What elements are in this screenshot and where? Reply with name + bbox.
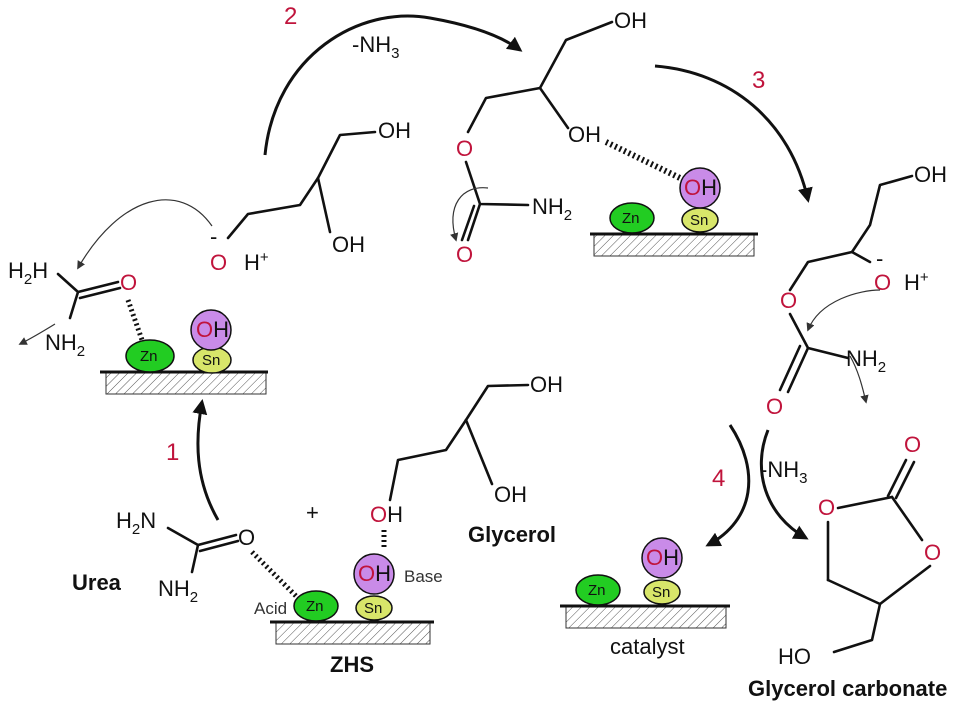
glycerol-bottom: OH OH OH Glycerol <box>370 372 563 550</box>
svg-text:OH: OH <box>914 162 947 187</box>
oh-site <box>190 309 232 351</box>
nh3-right-label: -NH3 <box>760 457 807 487</box>
svg-text:O: O <box>924 540 941 565</box>
step-4-arrow-catalyst <box>705 424 751 547</box>
carbamate-nh2: NH2 <box>532 194 572 224</box>
step-4-label: 4 <box>712 465 725 492</box>
step-1-arrow <box>192 399 220 521</box>
zn-site <box>125 339 175 373</box>
svg-text:-: - <box>210 224 217 249</box>
glycerol-label: Glycerol <box>468 522 556 547</box>
glycerol-carbonate: O O O HO Glycerol carbonate <box>748 432 947 701</box>
base-label: Base <box>404 567 443 586</box>
glycerate-oh-top: OH <box>378 118 411 143</box>
svg-text:OH: OH <box>358 561 391 586</box>
svg-text:O: O <box>456 136 473 161</box>
zn-o-interaction <box>125 299 145 341</box>
svg-text:HO: HO <box>778 644 811 669</box>
zhs-label: ZHS <box>330 652 374 677</box>
svg-text:Sn: Sn <box>652 584 670 601</box>
alkoxide-carbamate-intermediate: OH O - H+ O O NH2 <box>766 162 947 419</box>
step-3-arrow <box>654 64 813 203</box>
svg-text:O: O <box>818 495 835 520</box>
svg-text:Zn: Zn <box>140 348 158 365</box>
svg-text:Sn: Sn <box>202 352 220 369</box>
svg-text:OH: OH <box>614 8 647 33</box>
svg-text:Zn: Zn <box>306 598 324 615</box>
h-plus-right: H+ <box>904 269 929 295</box>
svg-text:H2N: H2N <box>116 508 156 538</box>
glycerate-anion: OH OH O - H+ <box>210 118 411 275</box>
glycerol-carbonate-label: Glycerol carbonate <box>748 676 947 701</box>
glycerate-oh-mid: OH <box>332 232 365 257</box>
acid-label: Acid <box>254 599 287 618</box>
step-3-label: 3 <box>752 67 765 94</box>
svg-text:OH: OH <box>684 175 717 200</box>
catalyst-surface-top-left: Zn Sn OH <box>100 309 268 395</box>
svg-text:Sn: Sn <box>364 600 382 617</box>
urea-free-oxygen: O <box>238 525 255 550</box>
h-plus-left: H+ <box>244 249 269 275</box>
hydrogen-bond <box>604 139 682 181</box>
svg-text:OH: OH <box>646 545 679 570</box>
svg-text:O: O <box>780 288 797 313</box>
step-2-arrow <box>263 14 523 156</box>
step-2-label: 2 <box>284 3 297 30</box>
step-1-label: 1 <box>166 439 179 466</box>
svg-text:Zn: Zn <box>588 582 606 599</box>
glycerol-carbamate-intermediate: OH OH O O NH2 <box>450 8 682 267</box>
adsorbed-urea-complex: H2H O NH2 <box>8 199 213 360</box>
step-4-arrow-product <box>759 429 809 540</box>
plus-sign: + <box>306 500 319 525</box>
regenerated-catalyst: Zn Sn OH catalyst <box>560 537 730 659</box>
svg-text:OH: OH <box>530 372 563 397</box>
catalyst-surface-top-center: Zn Sn OH <box>590 167 758 257</box>
svg-text:OH: OH <box>494 482 527 507</box>
oh-label: OH <box>196 317 229 342</box>
nh3-top-label: -NH3 <box>352 32 399 62</box>
svg-text:OH: OH <box>370 502 403 527</box>
h2n-label: H2H <box>8 258 48 288</box>
svg-text:O: O <box>904 432 921 457</box>
svg-text:NH2: NH2 <box>158 576 198 606</box>
urea-oxygen: O <box>120 270 137 295</box>
svg-text:O: O <box>456 242 473 267</box>
svg-text:O: O <box>766 394 783 419</box>
carbamate-oh: OH <box>568 122 601 147</box>
zhs-catalyst: Zn Sn OH Acid Base ZHS <box>254 553 443 677</box>
free-urea: H2N O NH2 Urea <box>72 508 298 606</box>
glycerate-o-minus: O <box>210 250 227 275</box>
svg-text:-: - <box>876 246 883 271</box>
svg-text:Zn: Zn <box>622 210 640 227</box>
svg-text:O: O <box>874 270 891 295</box>
urea-label: Urea <box>72 570 122 595</box>
catalyst-label: catalyst <box>610 634 685 659</box>
nh2-label: NH2 <box>45 330 85 360</box>
attack-curved-arrow <box>77 199 213 270</box>
svg-text:Sn: Sn <box>690 212 708 229</box>
